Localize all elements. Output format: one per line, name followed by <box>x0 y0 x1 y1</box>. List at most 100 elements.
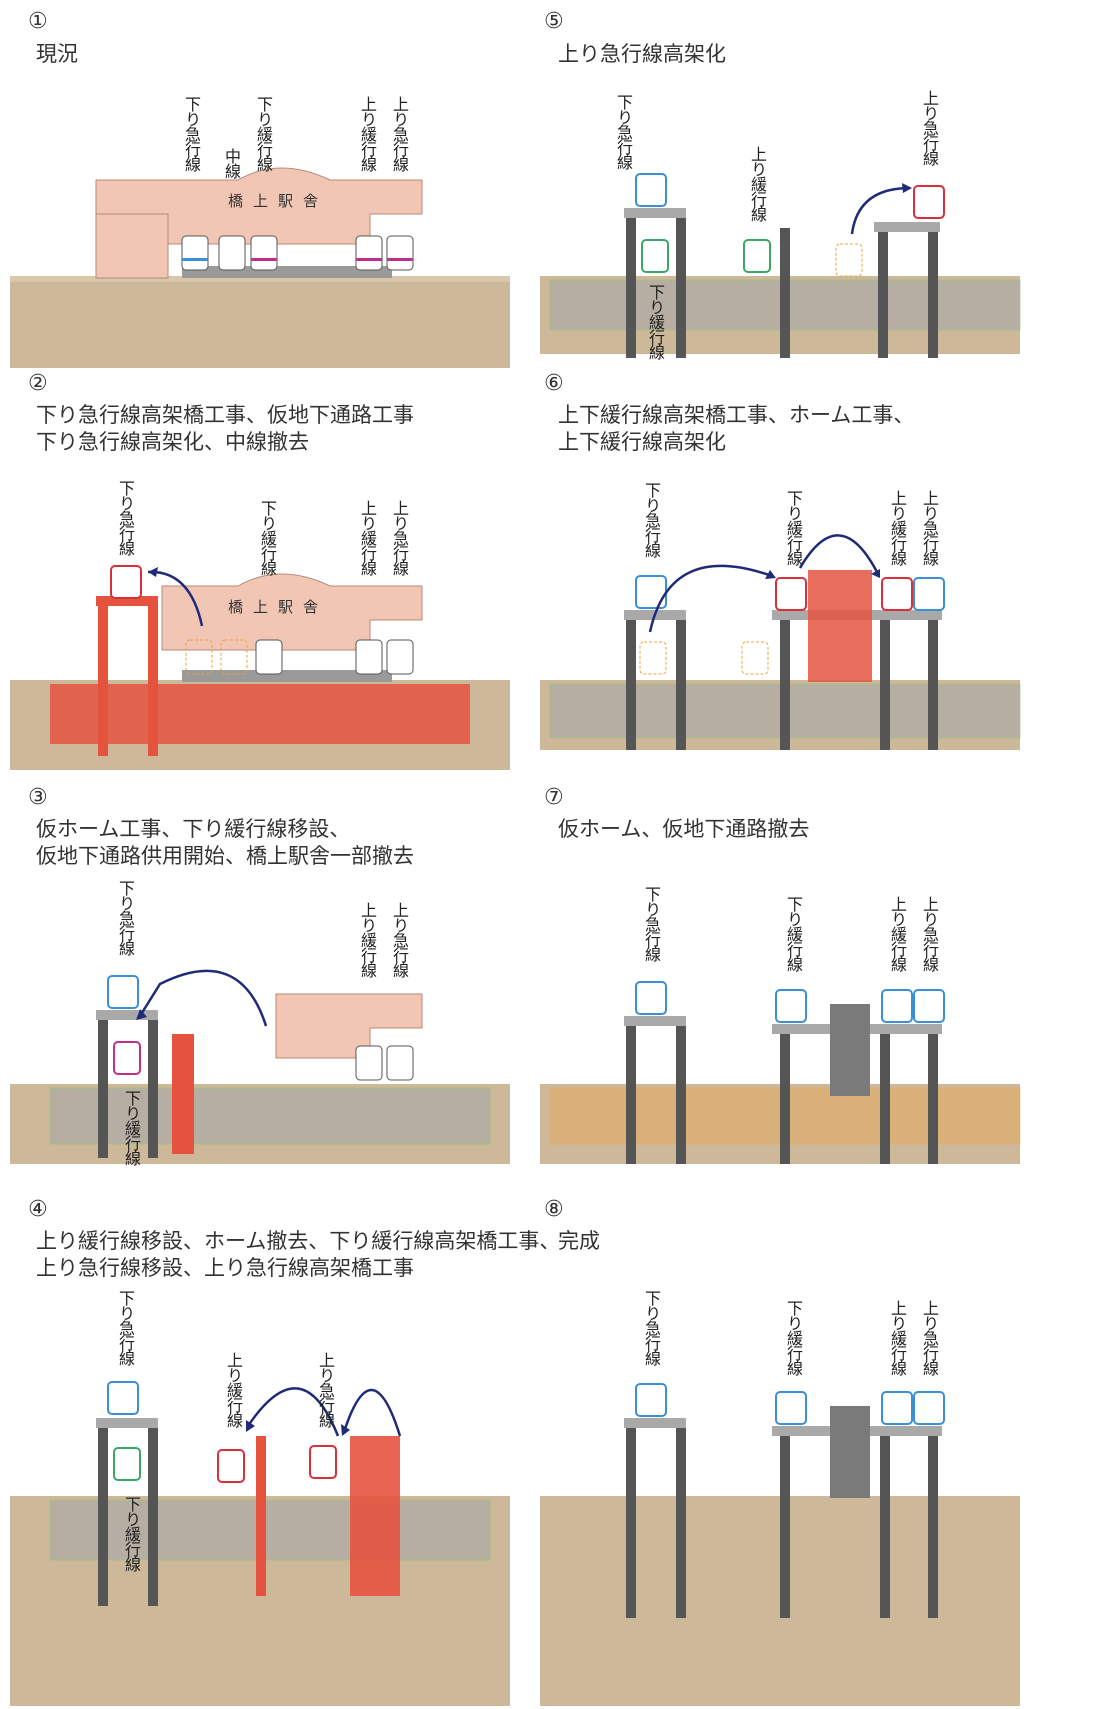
label-up-local: 上り緩行線 <box>224 1352 243 1427</box>
step-caption-line-1: 上下緩行線高架橋工事、ホーム工事、 <box>558 403 915 427</box>
move-arrow <box>850 186 911 235</box>
temporary-stairs <box>172 1034 194 1154</box>
step-caption-line-1: 仮ホーム、仮地下通路撤去 <box>558 817 810 841</box>
step-caption-line-1: 完成 <box>558 1229 600 1253</box>
train-elevated <box>107 1381 139 1415</box>
train-up-local <box>881 577 913 611</box>
train-stripe <box>251 258 413 261</box>
station-name: 橋上駅舎 <box>228 192 329 210</box>
elevated-structure-left <box>624 1016 686 1026</box>
label-up-express: 上り急行線 <box>920 896 939 971</box>
panel-7: ⑦ 仮ホーム、仮地下通路撤去 下り急行線 下り緩行線 上り緩行線 上り急行線 <box>540 784 1060 1204</box>
label-up-local: 上り緩行線 <box>358 902 377 977</box>
diagram-scene-3 <box>10 969 510 1164</box>
platform-stairs <box>830 1004 870 1096</box>
train-elevated <box>635 1383 667 1417</box>
label-up-local: 上り緩行線 <box>748 146 767 221</box>
elevated-structure <box>96 1418 158 1428</box>
panel-6: ⑥ 上下緩行線高架橋工事、ホーム工事、 上下緩行線高架化 下り急行線 下り緩行線… <box>540 370 1060 790</box>
step-number: ② <box>28 371 48 396</box>
step-number: ① <box>28 9 48 34</box>
pier-middle <box>780 228 790 358</box>
train-down-local <box>775 577 807 611</box>
step-number: ③ <box>28 785 48 810</box>
train <box>355 1045 414 1081</box>
label-down-local: 下り緩行線 <box>784 490 803 565</box>
step-number: ⑤ <box>544 9 564 34</box>
removed-train <box>185 639 248 675</box>
step-caption-line-1: 下り急行線高架橋工事、仮地下通路工事 <box>36 403 414 427</box>
label-down-local: 下り緩行線 <box>254 96 273 171</box>
elevated-structure <box>96 596 158 606</box>
step-caption-line-1: 上り緩行線移設、ホーム撤去、下り緩行線高架橋工事、 <box>36 1229 561 1253</box>
ground <box>10 278 510 368</box>
station-building <box>161 573 423 651</box>
train-up-local <box>217 1449 245 1483</box>
label-down-local: 下り緩行線 <box>646 284 665 359</box>
label-up-express: 上り急行線 <box>390 96 409 171</box>
removed-train <box>639 641 769 675</box>
train-down-local <box>775 1391 807 1425</box>
step-caption-line-2: 下り急行線高架化、中線撤去 <box>36 430 309 454</box>
label-up-local: 上り緩行線 <box>358 500 377 575</box>
label-down-express: 下り急行線 <box>614 94 633 169</box>
train <box>181 235 414 271</box>
label-up-express: 上り急行線 <box>316 1352 335 1427</box>
label-down-local: 下り緩行線 <box>258 500 277 575</box>
station-building <box>95 167 423 245</box>
panel-1: ① 現況 下り急行線 中線 下り緩行線 上り緩行線 上り急行線 橋上駅舎 <box>10 8 530 428</box>
train-up-express <box>913 577 945 611</box>
diagram-scene-6 <box>540 534 1021 750</box>
diagram-scene-2 <box>10 565 510 770</box>
diagram-scene-8 <box>540 1383 1020 1706</box>
move-arrow <box>138 969 268 1027</box>
construction-pier-1 <box>256 1436 266 1596</box>
removed-train <box>835 243 863 277</box>
elevated-structure <box>96 1010 158 1020</box>
label-down-express: 下り急行線 <box>116 880 135 955</box>
temporary-structure <box>49 1499 491 1561</box>
label-up-local: 上り緩行線 <box>888 1300 907 1375</box>
underground-construction <box>50 684 470 744</box>
move-arrow-2 <box>342 1388 402 1437</box>
panel-8: ⑧ 完成 下り急行線 下り緩行線 上り緩行線 上り急行線 <box>540 1196 1060 1706</box>
move-arrow-2 <box>798 534 880 575</box>
step-caption-line-2: 上下緩行線高架化 <box>558 430 726 454</box>
label-up-local: 上り緩行線 <box>888 896 907 971</box>
move-arrow-1 <box>246 1387 340 1437</box>
panel-2: ② 下り急行線高架橋工事、仮地下通路工事 下り急行線高架化、中線撤去 下り急行線… <box>10 370 530 790</box>
elevated-structure-left <box>624 208 686 218</box>
diagram-scene-7 <box>540 981 1021 1164</box>
label-up-express: 上り急行線 <box>920 490 939 565</box>
label-down-express: 下り急行線 <box>642 886 661 961</box>
train-elevated <box>635 575 667 609</box>
train-up-express <box>913 1391 945 1425</box>
step-caption-line-1: 現況 <box>36 42 78 66</box>
label-down-express: 下り急行線 <box>642 1290 661 1365</box>
train-elevated <box>635 173 667 207</box>
train-up-local <box>881 989 913 1023</box>
step-caption-line-2: 仮地下通路供用開始、橋上駅舎一部撤去 <box>36 844 414 868</box>
step-number: ⑧ <box>544 1197 564 1222</box>
train <box>255 639 414 675</box>
label-up-local: 上り緩行線 <box>888 490 907 565</box>
elevated-structure-right <box>874 222 940 232</box>
label-up-local: 上り緩行線 <box>358 96 377 171</box>
train-elevated <box>110 565 142 599</box>
step-caption-line-1: 上り急行線高架化 <box>558 42 726 66</box>
train-elevated <box>107 975 139 1009</box>
step-number: ⑦ <box>544 785 564 810</box>
label-down-express: 下り急行線 <box>642 482 661 557</box>
diagram-scene-4 <box>10 1381 510 1706</box>
label-up-express: 上り急行線 <box>390 500 409 575</box>
diagram-scene-5 <box>540 173 1021 358</box>
train-up-express <box>913 989 945 1023</box>
train-down-local <box>775 989 807 1023</box>
label-down-local: 下り緩行線 <box>784 1300 803 1375</box>
train-up-express <box>913 185 945 219</box>
panel-5: ⑤ 上り急行線高架化 下り急行線 下り緩行線 上り緩行線 上り急行線 <box>540 8 1060 428</box>
diagram-scene-1 <box>10 167 510 368</box>
train-temporary <box>113 1041 141 1075</box>
platform-construction <box>808 570 872 682</box>
label-down-local: 下り緩行線 <box>784 896 803 971</box>
